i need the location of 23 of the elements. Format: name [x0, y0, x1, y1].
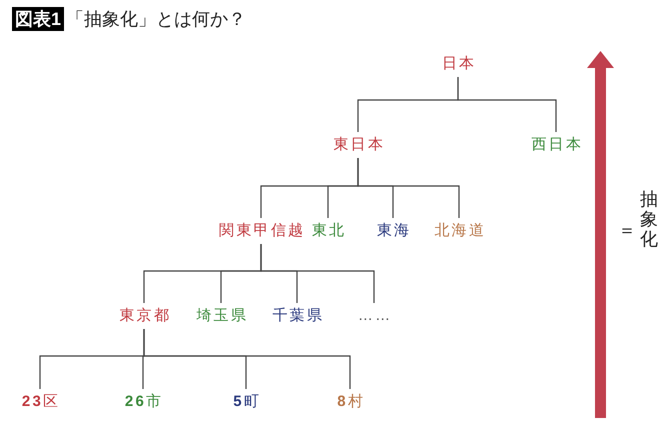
tree-node-label: 埼玉県: [194, 306, 248, 326]
tree-node-label: 東北: [310, 221, 346, 241]
tree-node-label: 東海: [374, 221, 412, 241]
tree-node-label: 東京都: [117, 306, 171, 326]
tree-node-label: 26市: [122, 392, 164, 412]
tree-node-label: 東日本: [331, 135, 385, 155]
tree-node-label: ……: [356, 306, 392, 326]
tree-node-label: 23区: [20, 392, 60, 412]
tree-connector: [357, 158, 460, 218]
tree-node-label: 関東甲信越: [216, 221, 306, 241]
figure-number-badge: 図表1: [12, 7, 64, 31]
vertical-label: 抽象化: [640, 190, 658, 250]
title: 「抽象化」とは何か？: [66, 8, 246, 31]
tree-node-label: 西日本: [529, 135, 583, 155]
tree-node-label: 北海道: [432, 221, 486, 241]
tree-node-label: 日本: [440, 54, 476, 74]
tree-node-label: 8村: [334, 392, 366, 412]
tree-connector: [457, 77, 557, 132]
tree-connector: [143, 329, 351, 389]
tree-node-label: 千葉県: [270, 306, 324, 326]
equals-sign: ＝: [618, 219, 636, 242]
tree-connector: [260, 244, 375, 303]
tree-node-label: 5町: [230, 392, 262, 412]
